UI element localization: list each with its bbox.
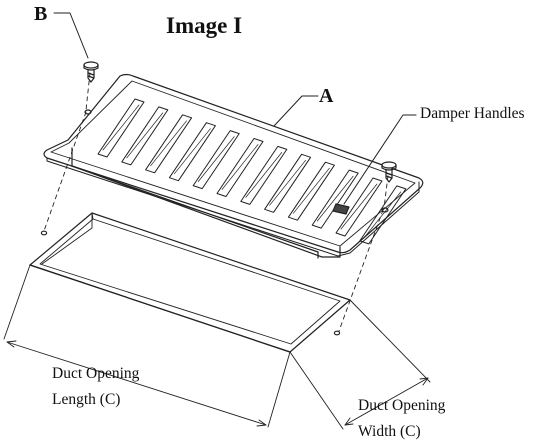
screw-left-icon xyxy=(83,61,99,83)
damper-blade xyxy=(340,183,378,230)
damper-blade xyxy=(174,128,211,175)
damper-blade xyxy=(364,191,402,238)
damper-blade xyxy=(126,112,164,159)
diagram-title: Image I xyxy=(166,13,243,38)
duct-hole-left xyxy=(40,230,48,236)
louver-slot xyxy=(192,130,240,190)
duct-front-face xyxy=(29,264,291,353)
leader-b xyxy=(53,12,89,59)
damper-handle-icon xyxy=(332,203,350,215)
louver-slot xyxy=(264,153,312,213)
label-duct-length: Duct Opening Length (C) xyxy=(52,361,139,413)
screw-right-icon xyxy=(381,161,397,183)
label-duct-length-line1: Duct Opening xyxy=(52,365,140,382)
louver-slot xyxy=(311,169,359,229)
label-damper-handles: Damper Handles xyxy=(420,105,525,122)
louver-slot xyxy=(97,98,145,158)
register-plate xyxy=(43,73,424,254)
leader-damper xyxy=(343,114,417,205)
damper-blade xyxy=(102,104,140,151)
width-dimension xyxy=(289,299,431,430)
label-duct-length-line2: Length (C) xyxy=(52,391,121,408)
plate-hole-left xyxy=(84,109,92,115)
label-duct-width-line2: Width (C) xyxy=(358,423,421,440)
label-a: A xyxy=(319,85,334,107)
register-collar xyxy=(71,147,341,258)
louver-slot xyxy=(145,114,193,174)
duct-inner xyxy=(39,218,341,345)
damper-blade xyxy=(245,152,283,198)
duct-hole-right xyxy=(333,330,341,336)
louver-slot xyxy=(216,138,264,197)
damper-blade xyxy=(316,175,354,222)
damper-blade xyxy=(150,120,187,167)
louver-slots xyxy=(97,98,407,245)
louver-slot xyxy=(240,145,288,205)
damper-blade xyxy=(221,144,259,190)
damper-blade xyxy=(269,159,306,206)
leader-a xyxy=(273,95,319,127)
label-b: B xyxy=(34,3,48,25)
label-duct-width: Duct Opening Width (C) xyxy=(358,393,445,445)
damper-blade xyxy=(197,136,235,182)
louver-slot xyxy=(287,161,335,221)
damper-blade xyxy=(293,167,330,214)
leader-lines xyxy=(53,12,417,205)
louver-slot xyxy=(121,106,169,166)
louver-slot xyxy=(335,177,383,237)
length-dimension xyxy=(3,264,291,428)
label-duct-width-line1: Duct Opening xyxy=(358,397,446,414)
floor-register xyxy=(43,73,424,259)
louver-slot xyxy=(359,185,407,245)
louver-slot xyxy=(168,122,216,182)
alignment-lines xyxy=(43,72,389,332)
